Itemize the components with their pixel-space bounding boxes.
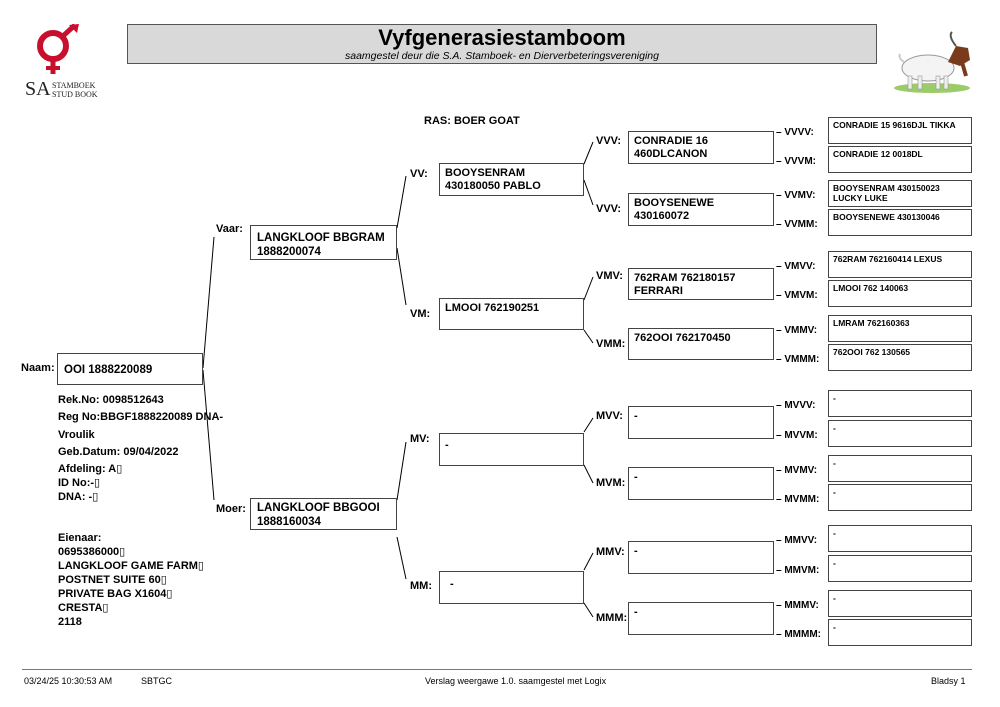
animal-name-box: OOI 1888220089 [57, 353, 203, 385]
g5-box-5: 762RAM 762160414 LEXUS [828, 251, 972, 278]
animal-name-label: Naam: [21, 362, 55, 374]
logo-line1: STAMBOEK [52, 81, 96, 90]
g5-label-1: – VVVV: [776, 127, 814, 138]
g5-box-2: CONRADIE 12 0018DL [828, 146, 972, 173]
vvm-label: VVV: [596, 203, 622, 215]
g5-label-14: – MMVM: [776, 565, 820, 576]
g5-box-7: LMRAM 762160363 [828, 315, 972, 342]
mmm-box: - [628, 602, 774, 635]
footer-version: Verslag weergawe 1.0. saamgestel met Log… [425, 676, 607, 686]
g5-label-16: – MMMM: [776, 629, 821, 640]
g5-box-9: - [828, 390, 972, 417]
mmm-label: MMM: [596, 612, 628, 624]
footer-datetime: 03/24/25 10:30:53 AM [24, 676, 113, 686]
logo-line2: STUD BOOK [52, 90, 98, 99]
animal-rek-no: Rek.No: 0098512643 [58, 394, 164, 406]
sire-label: Vaar: [216, 223, 243, 235]
footer-divider [22, 669, 972, 670]
vvm-box: BOOYSENEWE 430160072 [628, 193, 774, 226]
vmm-box: 762OOI 762170450 [628, 328, 774, 360]
g5-label-12: – MVMM: [776, 494, 820, 505]
breed: RAS: BOER GOAT [424, 115, 520, 127]
animal-afdeling: Afdeling: A▯ [58, 463, 123, 475]
g5-box-1: CONRADIE 15 9616DJL TIKKA [828, 117, 972, 144]
mvv-label: MVV: [596, 410, 623, 422]
footer-page-number: Bladsy 1 [931, 676, 966, 686]
footer-code: SBTGC [141, 676, 173, 686]
g5-box-4: BOOYSENEWE 430130046 [828, 209, 972, 236]
vmv-label: VMV: [596, 270, 623, 282]
sire-box: LANGKLOOF BBGRAM 1888200074 [250, 225, 397, 260]
vv-box: BOOYSENRAM 430180050 PABLO [439, 163, 584, 196]
g5-label-8: – VMMM: [776, 354, 820, 365]
g5-box-16: - [828, 619, 972, 646]
g5-box-13: - [828, 525, 972, 552]
logo-letters: SA [25, 78, 51, 100]
mm-label: MM: [410, 580, 432, 592]
g5-label-4: – VVMM: [776, 219, 818, 230]
g5-box-6: LMOOI 762 140063 [828, 280, 972, 307]
report-title: Vyfgenerasiestamboom [378, 25, 626, 50]
mvv-box: - [628, 406, 774, 439]
report-subtitle: saamgestel deur die S.A. Stamboek- en Di… [344, 50, 659, 62]
boer-goat-illustration [890, 26, 974, 96]
g5-box-3: BOOYSENRAM 430150023 LUCKY LUKE [828, 180, 972, 207]
g5-label-6: – VMVM: [776, 290, 818, 301]
animal-sex: Vroulik [58, 429, 95, 441]
g5-label-15: – MMMV: [776, 600, 819, 611]
vm-label: VM: [410, 308, 431, 320]
vm-box: LMOOI 762190251 [439, 298, 584, 330]
g5-label-9: – MVVV: [776, 400, 816, 411]
report-header: Vyfgenerasiestamboom saamgestel deur die… [127, 24, 877, 64]
animal-reg-no: Reg No:BBGF1888220089 DNA- [58, 411, 224, 423]
g5-box-12: - [828, 484, 972, 511]
g5-label-13: – MMVV: [776, 535, 818, 546]
owner-details: Eienaar: 0695386000▯ LANGKLOOF GAME FARM… [58, 532, 204, 628]
mm-box: - [439, 571, 584, 604]
mv-label: MV: [410, 433, 430, 445]
mmv-box: - [628, 541, 774, 574]
g5-box-10: - [828, 420, 972, 447]
animal-id-no: ID No:-▯ [58, 477, 101, 489]
g5-label-11: – MVMV: [776, 465, 818, 476]
vmv-box: 762RAM 762180157 FERRARI [628, 268, 774, 300]
dam-label: Moer: [216, 503, 246, 515]
animal-dna: DNA: -▯ [58, 491, 99, 503]
sa-stud-book-logo: SA STAMBOEK STUD BOOK [22, 23, 106, 102]
vvv-box: CONRADIE 16 460DLCANON [628, 131, 774, 164]
g5-box-11: - [828, 455, 972, 482]
mvm-box: - [628, 467, 774, 500]
mv-box: - [439, 433, 584, 466]
vvv-label: VVV: [596, 135, 622, 147]
g5-label-5: – VMVV: [776, 261, 816, 272]
vmm-label: VMM: [596, 338, 626, 350]
g5-box-14: - [828, 555, 972, 582]
dam-box: LANGKLOOF BBGOOI 1888160034 [250, 498, 397, 530]
g5-label-7: – VMMV: [776, 325, 818, 336]
mvm-label: MVM: [596, 477, 626, 489]
logo-symbol-icon [37, 23, 79, 74]
g5-label-2: – VVVM: [776, 156, 817, 167]
g5-box-15: - [828, 590, 972, 617]
g5-label-10: – MVVM: [776, 430, 818, 441]
vv-label: VV: [410, 168, 428, 180]
mmv-label: MMV: [596, 546, 625, 558]
animal-birth-date: Geb.Datum: 09/04/2022 [58, 446, 179, 458]
g5-label-3: – VVMV: [776, 190, 816, 201]
g5-box-8: 762OOI 762 130565 [828, 344, 972, 371]
